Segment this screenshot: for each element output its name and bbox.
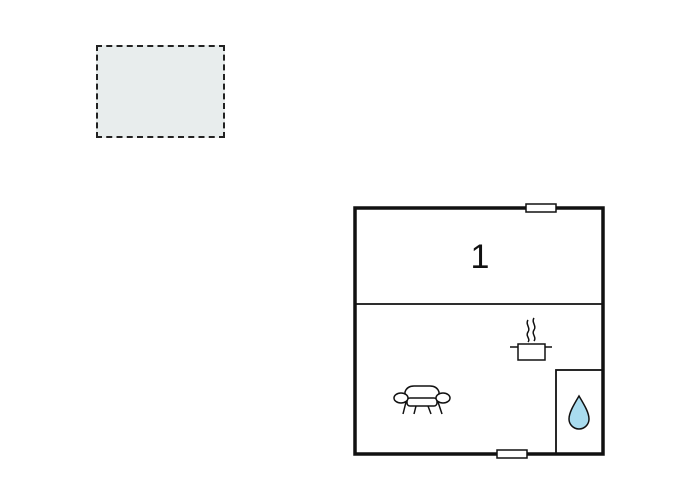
room-number-label: 1 [470,238,490,276]
outer-wall [353,206,605,456]
window-icon [496,449,528,459]
cooking-pot-icon [510,317,552,361]
terrace-area [96,45,225,138]
window-icon [525,203,557,213]
bathroom-area [555,369,604,455]
sofa-icon [393,385,451,415]
water-drop-icon [568,394,590,430]
